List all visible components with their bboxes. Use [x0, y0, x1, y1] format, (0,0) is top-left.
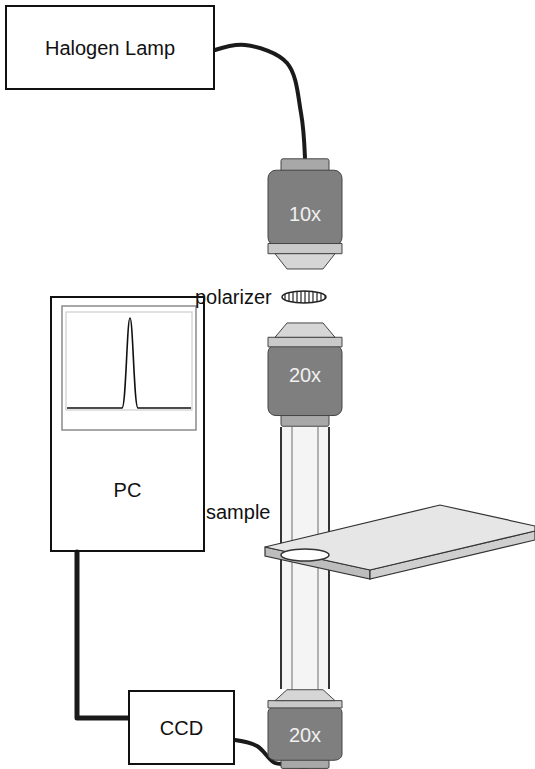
node-text: PC — [114, 478, 142, 502]
node-text: CCD — [160, 716, 203, 740]
fiber-cable — [215, 45, 305, 158]
data-cable — [77, 552, 128, 718]
part-label: sample — [206, 500, 270, 524]
sample-plate — [265, 505, 535, 579]
objective-lens: 10x — [265, 158, 345, 270]
node-text: 20x — [265, 363, 345, 387]
node-text: Halogen Lamp — [45, 36, 175, 60]
lamp-box: Halogen Lamp — [5, 5, 215, 90]
node-text: 10x — [265, 202, 345, 226]
computer-box: PC — [50, 296, 205, 552]
node-text: 20x — [265, 723, 345, 747]
objective-lens: 20x — [265, 322, 345, 427]
monitor-screen — [62, 306, 196, 430]
objective-lens: 20x — [265, 689, 345, 769]
camera-box: CCD — [128, 690, 235, 765]
part-label: polarizer — [195, 285, 272, 309]
polarizer-disc — [282, 291, 326, 303]
